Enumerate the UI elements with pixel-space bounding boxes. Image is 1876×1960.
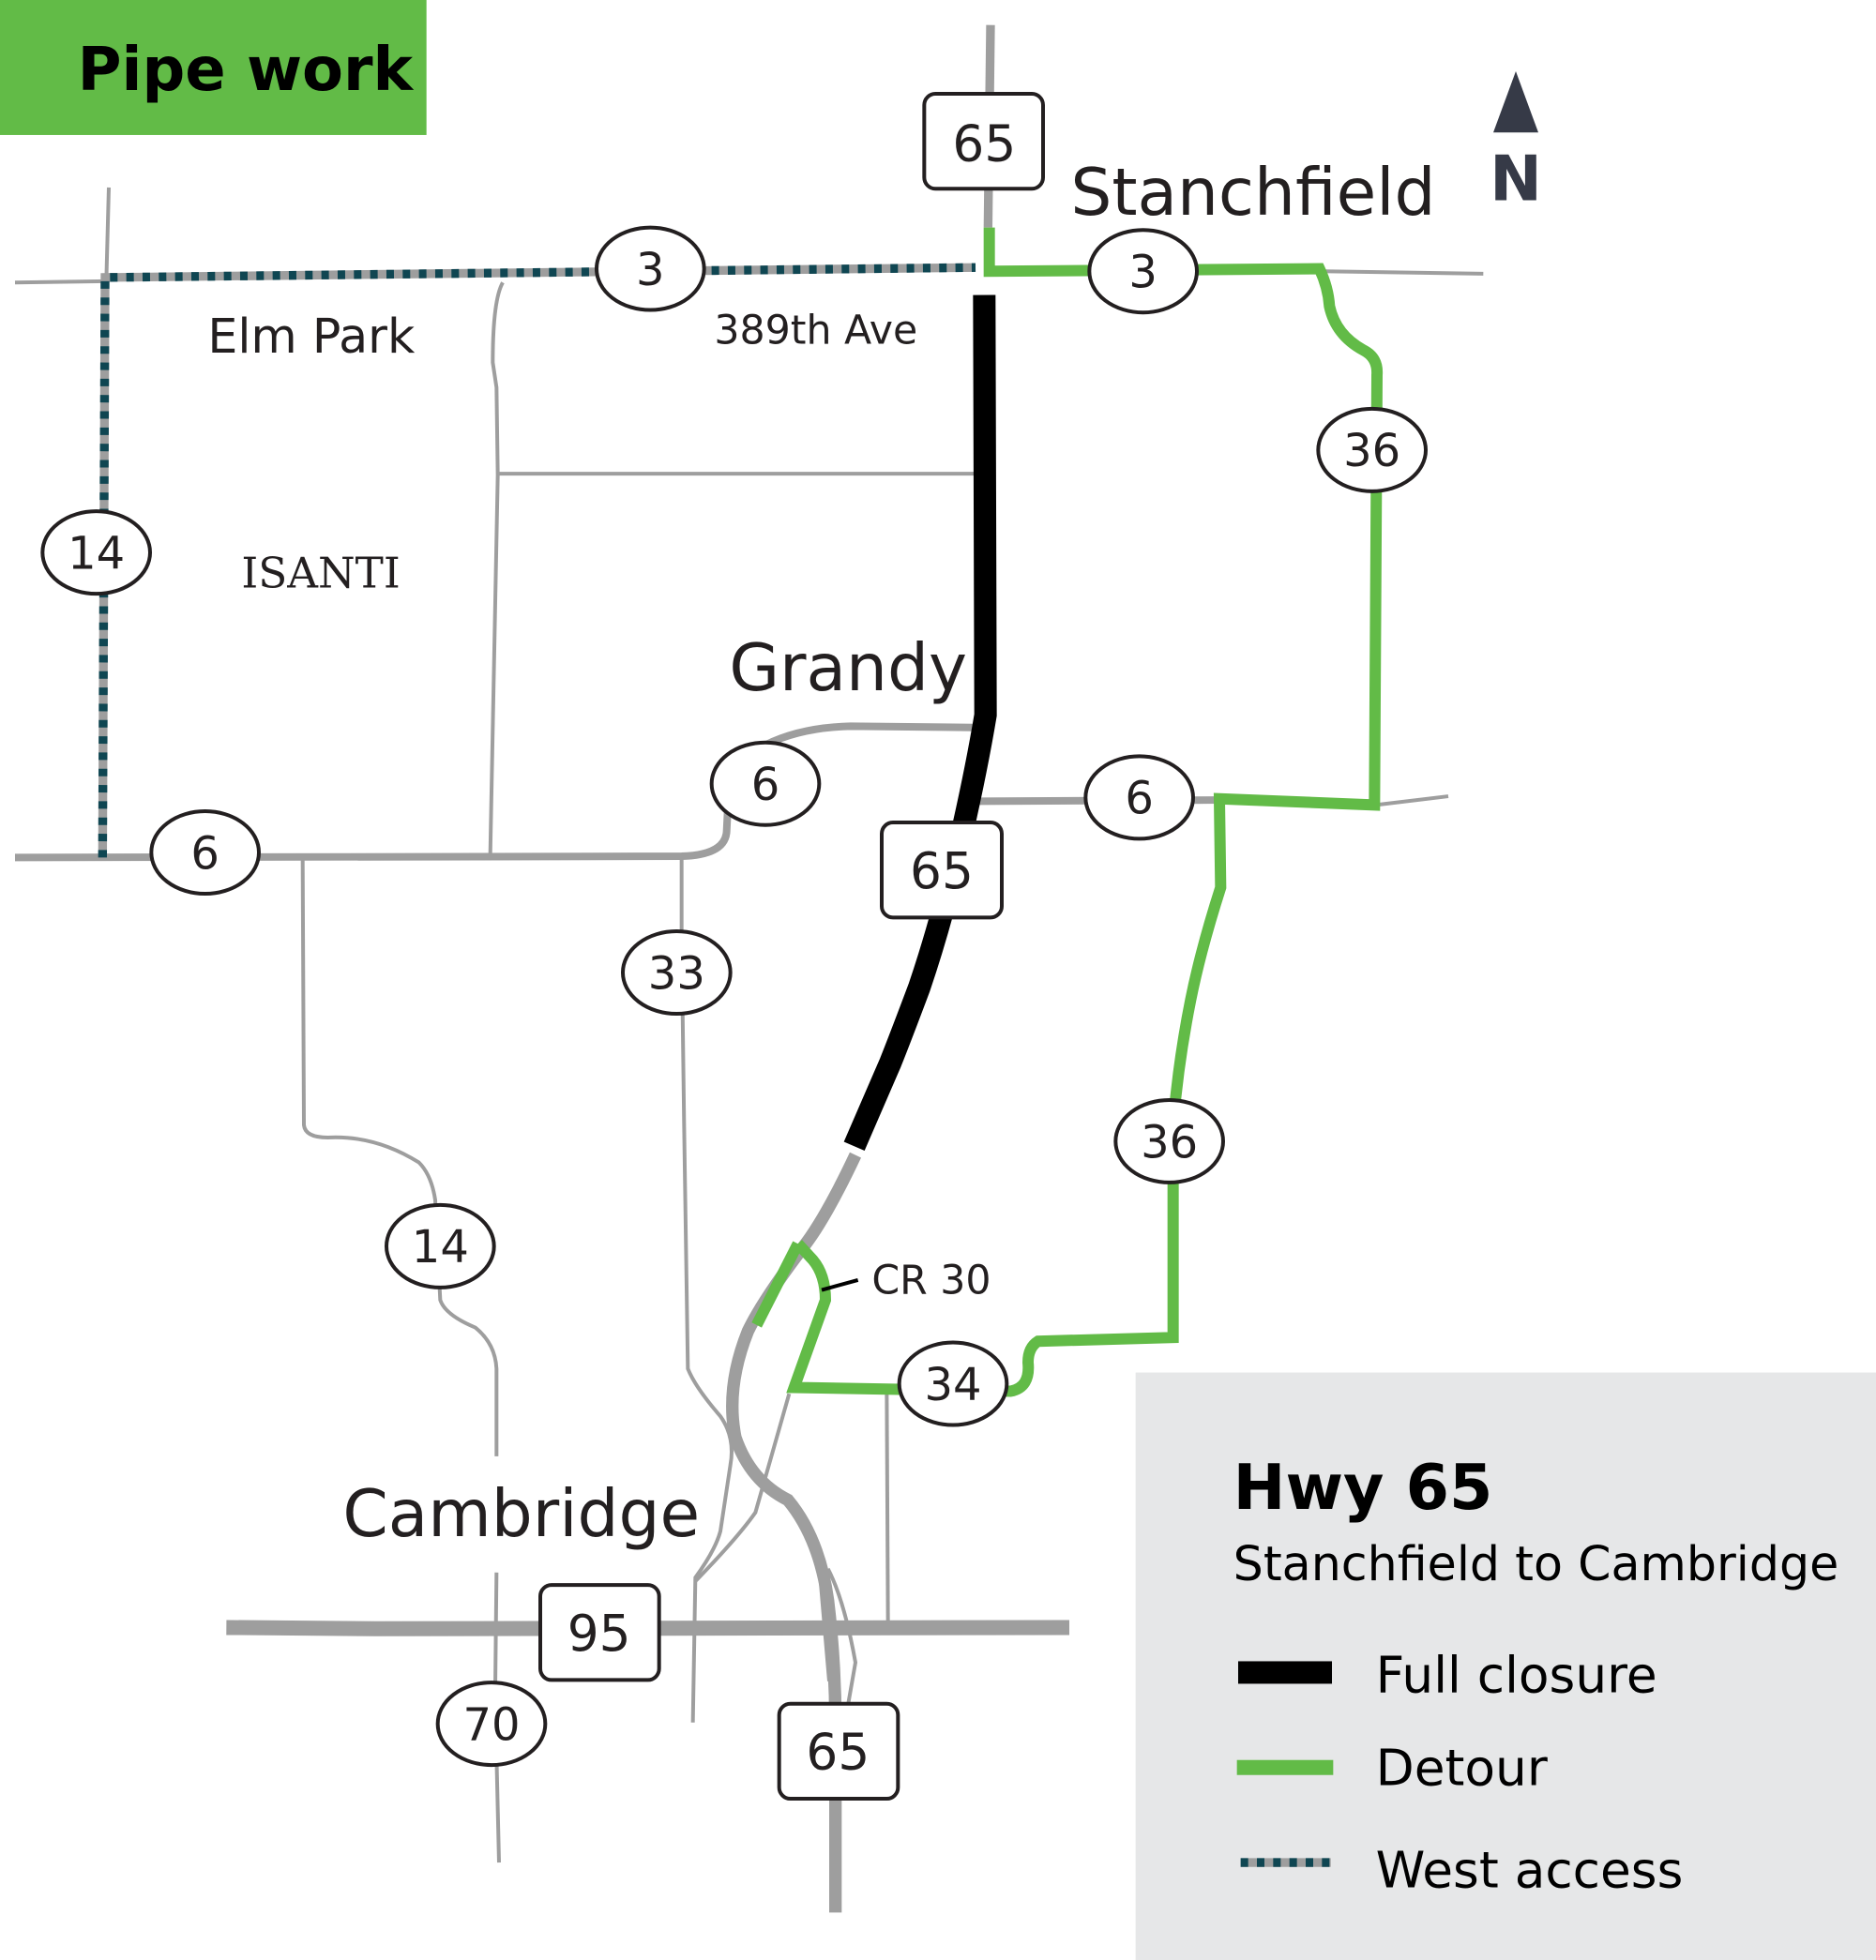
sign-cr3-west-label: 3 <box>636 244 665 296</box>
header-background <box>0 0 427 135</box>
sign-cr14-north-label: 14 <box>68 527 125 580</box>
sign-cr70: 70 <box>435 1681 548 1768</box>
sign-cr14-north: 14 <box>40 509 152 596</box>
north-label: N <box>1490 142 1542 215</box>
sign-cr3-west: 3 <box>594 225 706 312</box>
full-closure-hwy65 <box>843 294 997 1152</box>
legend-label-full-closure: Full closure <box>1376 1647 1657 1705</box>
sign-hwy95: 95 <box>537 1583 661 1682</box>
north-arrow-icon <box>1493 70 1538 133</box>
road-cr14-south <box>300 857 499 1456</box>
street-label-cr30: CR 30 <box>871 1258 991 1304</box>
legend-subtitle: Stanchfield to Cambridge <box>1233 1536 1839 1591</box>
legend-swatch-detour <box>1236 1759 1334 1775</box>
legend-title: Hwy 65 <box>1233 1451 1493 1524</box>
sign-cr14-south: 14 <box>385 1202 496 1289</box>
road-south-cr34 <box>885 1387 890 1623</box>
town-label-cambridge: Cambridge <box>342 1477 700 1552</box>
road-cr6-east-stub <box>1375 794 1449 807</box>
detour-cr30-ramp <box>751 1241 804 1328</box>
sign-cr6-west-label: 6 <box>190 827 219 880</box>
sign-cr36-north: 36 <box>1316 406 1428 493</box>
road-ramp-west <box>693 1393 792 1583</box>
road-cr3-east-stub <box>1323 269 1484 276</box>
sign-cr14-south-label: 14 <box>412 1221 469 1274</box>
detour-north-east <box>786 227 1384 1397</box>
sign-cr36-north-label: 36 <box>1343 425 1400 477</box>
sign-hwy65-north: 65 <box>922 91 1045 191</box>
legend: Hwy 65 Stanchfield to Cambridge Full clo… <box>1135 1372 1876 1960</box>
header-banner: Pipe work <box>0 0 427 135</box>
road-cr3-west-stub <box>14 279 106 285</box>
legend-label-detour: Detour <box>1376 1739 1548 1797</box>
sign-cr36-south: 36 <box>1113 1097 1225 1184</box>
sign-cr6-mid: 6 <box>709 740 822 827</box>
sign-cr3-east-label: 3 <box>1128 247 1157 299</box>
sign-cr70-label: 70 <box>462 1698 520 1751</box>
header-title: Pipe work <box>78 36 415 105</box>
street-label-389th-ave: 389th Ave <box>714 308 917 354</box>
legend-label-west-access: West access <box>1376 1842 1684 1900</box>
sign-cr6-mid-label: 6 <box>751 759 780 811</box>
sign-cr36-south-label: 36 <box>1141 1116 1198 1168</box>
sign-cr33: 33 <box>620 929 733 1016</box>
road-hwy95 <box>226 1620 1070 1636</box>
sign-cr33-label: 33 <box>648 947 705 1000</box>
north-arrow: N <box>1490 70 1542 215</box>
sign-cr6-east-label: 6 <box>1125 773 1154 825</box>
cr30-leader <box>821 1277 859 1292</box>
detour-route <box>751 227 1384 1397</box>
town-label-grandy: Grandy <box>729 631 967 706</box>
sign-cr6-west: 6 <box>149 809 261 897</box>
town-label-stanchfield: Stanchfield <box>1070 156 1435 231</box>
legend-swatch-full-closure <box>1238 1661 1332 1684</box>
road-cr14-north <box>104 187 111 281</box>
road-north-south-west <box>488 281 505 855</box>
sign-hwy65-south-label: 65 <box>806 1724 870 1782</box>
sign-hwy65-middle-label: 65 <box>910 842 974 900</box>
sign-hwy65-north-label: 65 <box>952 114 1016 173</box>
sign-cr3-east: 3 <box>1087 228 1199 315</box>
sign-hwy65-middle: 65 <box>880 821 1004 920</box>
county-label-isanti: ISANTI <box>241 548 400 597</box>
town-label-elm-park: Elm Park <box>207 309 416 364</box>
sign-cr34-label: 34 <box>924 1359 981 1411</box>
sign-hwy65-south: 65 <box>777 1701 900 1802</box>
sign-cr34: 34 <box>897 1340 1009 1427</box>
sign-hwy95-label: 95 <box>567 1605 631 1663</box>
sign-cr6-east: 6 <box>1083 754 1195 841</box>
